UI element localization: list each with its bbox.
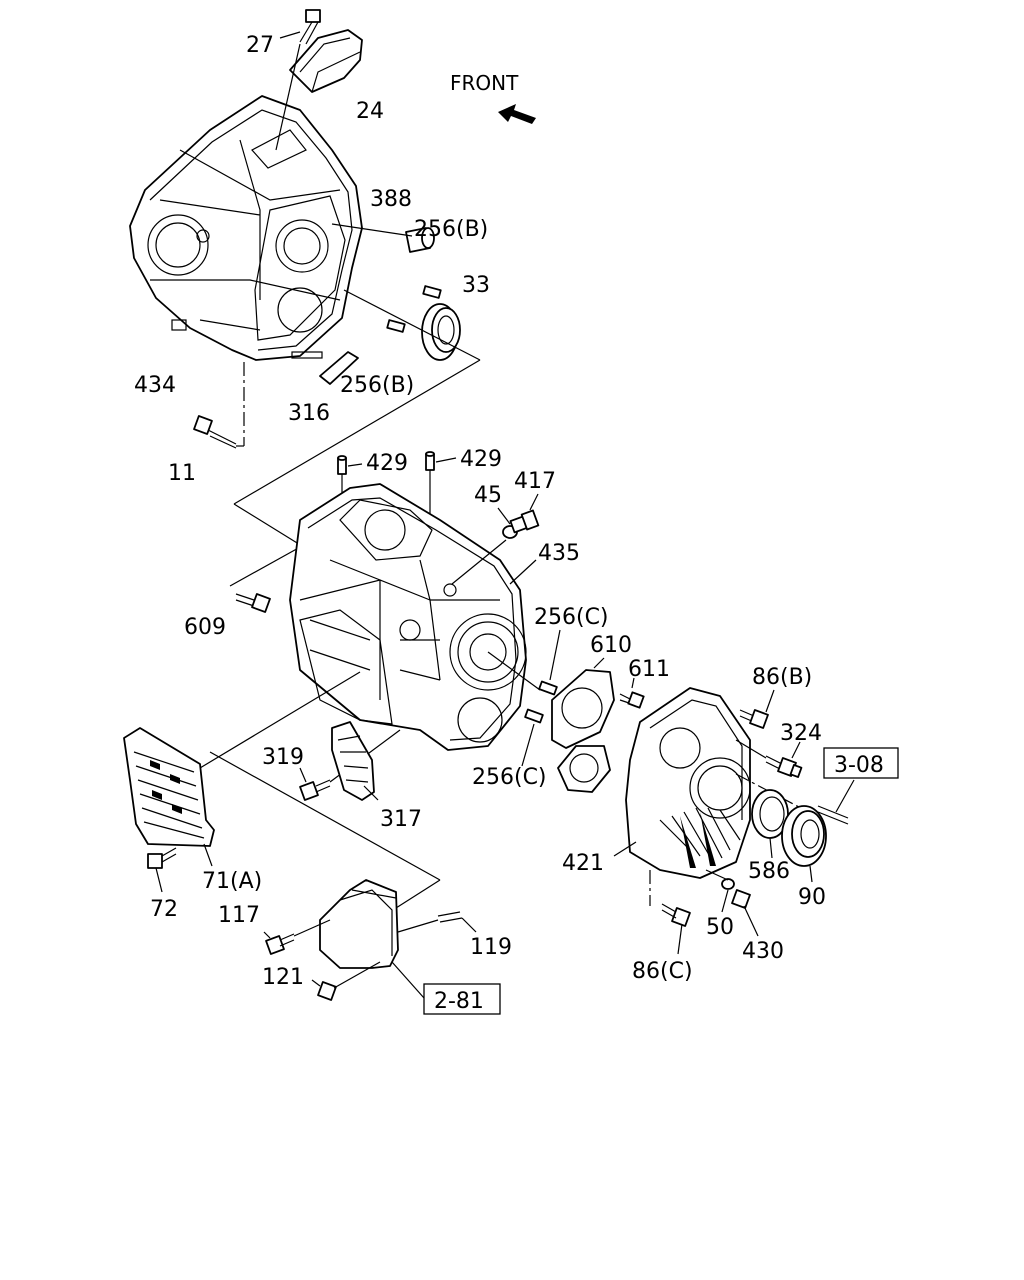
oil-seal-33	[421, 303, 461, 361]
callout-256b-top: 256(B)	[414, 217, 488, 242]
callout-316: 316	[288, 401, 330, 426]
reference-box-3-08[interactable]: 3-08	[823, 747, 899, 779]
callout-610: 610	[590, 633, 632, 658]
oil-screen-71a	[123, 727, 215, 847]
callout-319: 319	[262, 745, 304, 770]
washer-50	[721, 878, 735, 890]
callout-11: 11	[168, 461, 196, 486]
bolt-611	[619, 691, 645, 709]
cover-317	[331, 721, 375, 801]
front-arrow-icon	[498, 104, 536, 124]
callout-45: 45	[474, 483, 502, 508]
callout-24: 24	[356, 99, 384, 124]
callout-117: 117	[218, 903, 260, 928]
transmission-case	[289, 483, 527, 751]
callout-86b: 86(B)	[752, 665, 812, 690]
callout-611: 611	[628, 657, 670, 682]
callout-50: 50	[706, 915, 734, 940]
plate-316	[319, 351, 359, 385]
pin-256b-mid	[386, 319, 406, 333]
switch-324	[765, 755, 803, 778]
callout-256c-bot: 256(C)	[472, 765, 547, 790]
reference-3-08-label: 3-08	[834, 753, 884, 778]
callout-429-b: 429	[460, 447, 502, 472]
reference-box-2-81[interactable]: 2-81	[423, 983, 501, 1015]
callout-434: 434	[134, 373, 176, 398]
bolt-319	[299, 779, 331, 801]
callout-71a: 71(A)	[202, 869, 262, 894]
bolt-11	[193, 415, 237, 449]
pin-429-a	[337, 455, 347, 475]
callout-33: 33	[462, 273, 490, 298]
clutch-housing	[129, 95, 363, 361]
callout-417: 417	[514, 469, 556, 494]
bolt-72	[147, 847, 177, 869]
plug-430	[731, 889, 751, 909]
callout-421: 421	[562, 851, 604, 876]
callout-256c-top: 256(C)	[534, 605, 609, 630]
gasket-610	[551, 669, 615, 793]
callout-586: 586	[748, 859, 790, 884]
bolt-86c	[661, 903, 691, 927]
callout-388: 388	[370, 187, 412, 212]
pin-256c-top	[538, 680, 558, 696]
callout-324: 324	[780, 721, 822, 746]
callout-435: 435	[538, 541, 580, 566]
filter-housing-2-81	[319, 879, 399, 969]
callout-90: 90	[798, 885, 826, 910]
pin-256c-bot	[524, 708, 544, 724]
callout-256b-mid: 256(B)	[340, 373, 414, 398]
callout-72: 72	[150, 897, 178, 922]
callout-430: 430	[742, 939, 784, 964]
pin-429-b	[425, 451, 435, 471]
callout-609: 609	[184, 615, 226, 640]
stud-3-08	[817, 805, 849, 825]
front-label: FRONT	[450, 71, 519, 95]
cover-24	[289, 29, 363, 93]
callout-429-a: 429	[366, 451, 408, 476]
callout-317: 317	[380, 807, 422, 832]
bolt-27	[299, 9, 321, 45]
bolt-86b	[739, 709, 769, 729]
bolt-117	[265, 933, 295, 955]
callout-86c: 86(C)	[632, 959, 693, 984]
reference-2-81-label: 2-81	[434, 989, 484, 1014]
callout-119: 119	[470, 935, 512, 960]
callout-121: 121	[262, 965, 304, 990]
nut-121	[317, 981, 337, 1001]
bushing-388	[405, 227, 435, 253]
oil-seal-90	[781, 805, 827, 867]
bolt-609	[235, 593, 271, 613]
plug-417	[509, 509, 540, 534]
pin-256b-top	[422, 285, 442, 299]
stud-119	[437, 911, 463, 923]
rear-cover-421	[625, 687, 751, 879]
callout-27: 27	[246, 33, 274, 58]
